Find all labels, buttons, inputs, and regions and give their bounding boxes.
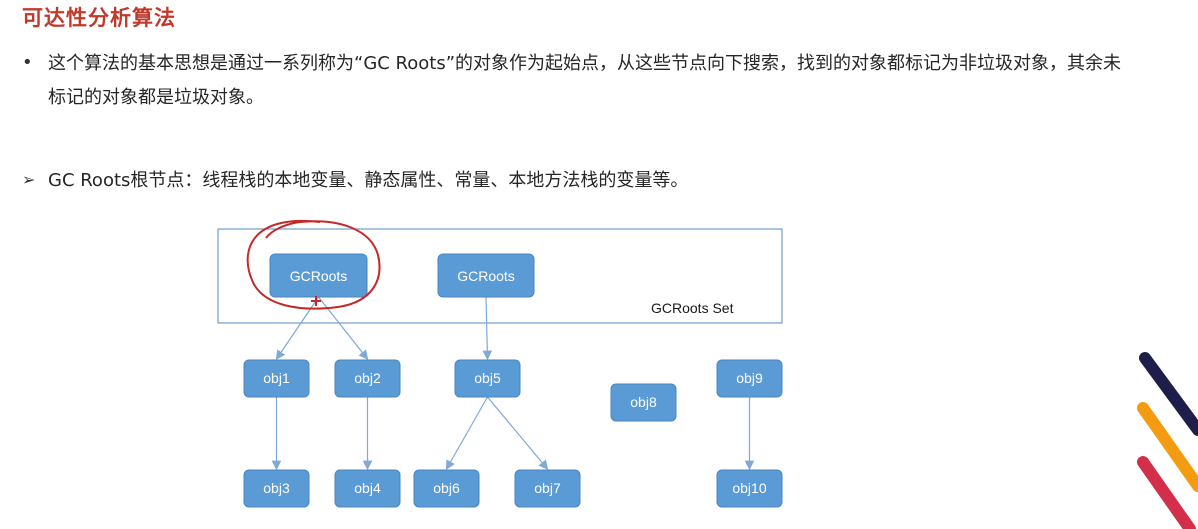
node-label-root2: GCRoots xyxy=(457,268,515,284)
node-label-obj6: obj6 xyxy=(433,480,460,496)
node-obj6: obj6 xyxy=(413,469,480,508)
decorative-stripes xyxy=(1137,352,1198,529)
node-obj7: obj7 xyxy=(514,469,581,508)
node-label-obj9: obj9 xyxy=(736,370,763,386)
node-obj1: obj1 xyxy=(243,359,310,398)
node-obj8: obj8 xyxy=(610,383,677,422)
node-obj2: obj2 xyxy=(334,359,401,398)
node-root1: GCRoots xyxy=(269,253,368,298)
node-label-obj4: obj4 xyxy=(354,480,381,496)
edge-obj5-obj6 xyxy=(445,396,489,471)
node-obj4: obj4 xyxy=(334,469,401,508)
bullet-dot-icon: • xyxy=(22,52,33,73)
arrow-bullet-icon: ➢ xyxy=(22,170,36,189)
node-label-obj1: obj1 xyxy=(263,370,290,386)
node-root2: GCRoots xyxy=(437,253,535,298)
slide-title: 可达性分析算法 xyxy=(22,6,176,30)
node-label-obj10: obj10 xyxy=(732,480,766,496)
node-obj5: obj5 xyxy=(454,359,521,398)
node-label-obj2: obj2 xyxy=(354,370,381,386)
node-obj9: obj9 xyxy=(716,359,783,398)
diagram-nodes: GCRoots GCRoots obj1 obj2 obj5 obj8 xyxy=(243,253,783,508)
bullet-paragraph-1: 这个算法的基本思想是通过一系列称为“GC Roots”的对象作为起始点，从这些节… xyxy=(48,53,1122,108)
annotation-circle xyxy=(246,219,381,310)
gcroots-set-box xyxy=(217,228,783,324)
edge-root2-obj5 xyxy=(482,296,493,361)
node-label-obj3: obj3 xyxy=(263,480,290,496)
node-label-root1: GCRoots xyxy=(290,268,348,284)
node-obj3: obj3 xyxy=(243,469,310,508)
node-label-obj8: obj8 xyxy=(630,394,657,410)
node-label-obj7: obj7 xyxy=(534,480,561,496)
bullet-paragraph-2: GC Roots根节点：线程栈的本地变量、静态属性、常量、本地方法栈的变量等。 xyxy=(48,170,689,191)
node-label-obj5: obj5 xyxy=(474,370,501,386)
node-obj10: obj10 xyxy=(716,469,783,508)
edge-obj5-obj7 xyxy=(487,396,549,470)
edge-root1-obj1 xyxy=(275,296,319,360)
gcroots-set-label: GCRoots Set xyxy=(651,300,734,316)
cursor-plus-icon xyxy=(311,296,321,306)
